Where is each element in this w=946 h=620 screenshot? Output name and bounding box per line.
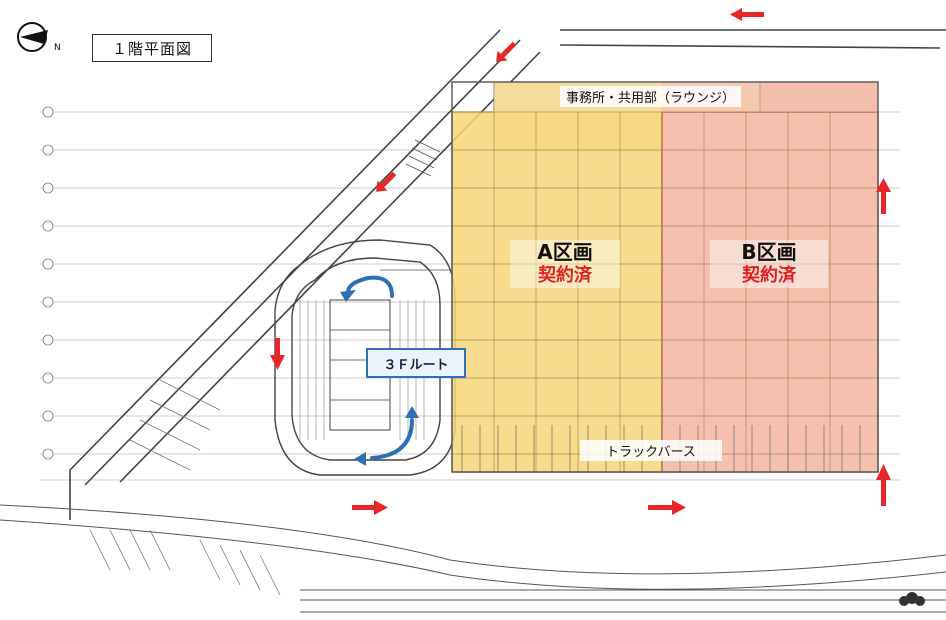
area-a-name: A区画 (537, 240, 593, 264)
stair-hatch (380, 139, 450, 271)
building-outline (451, 81, 879, 473)
area-a-status: 契約済 (538, 265, 592, 286)
area-b-name: B区画 (741, 240, 797, 264)
office-label: 事務所・共用部（ラウンジ） (560, 86, 742, 107)
tree-icon (899, 592, 925, 606)
ramp-structure (274, 239, 456, 476)
red-arrows (270, 8, 891, 515)
svg-text:N: N (54, 43, 61, 53)
road (0, 504, 946, 613)
area-b-label: B区画 契約済 (710, 240, 828, 288)
area-a-fill (451, 111, 663, 473)
area-b-status: 契約済 (742, 265, 796, 286)
red-arrow-icon (376, 171, 397, 192)
red-arrow-icon (648, 500, 686, 515)
north-arrow-icon: N (17, 22, 61, 53)
red-arrow-icon (876, 464, 891, 506)
area-b-fill (661, 111, 879, 473)
blue-curved-arrow-icon (346, 275, 414, 460)
red-arrow-icon (730, 8, 764, 21)
truck-berth-label: トラックバース (580, 440, 722, 461)
route-label: ３Ｆルート (366, 348, 466, 378)
parking-stalls (89, 379, 281, 596)
red-arrow-icon (876, 178, 891, 214)
page-title: １階平面図 (92, 34, 212, 62)
column-grid (452, 112, 878, 472)
red-arrow-icon (352, 500, 388, 515)
grid-bubbles (42, 106, 54, 460)
red-arrow-icon (496, 41, 517, 62)
red-arrow-icon (270, 338, 285, 370)
area-a-label: A区画 契約済 (510, 240, 620, 288)
